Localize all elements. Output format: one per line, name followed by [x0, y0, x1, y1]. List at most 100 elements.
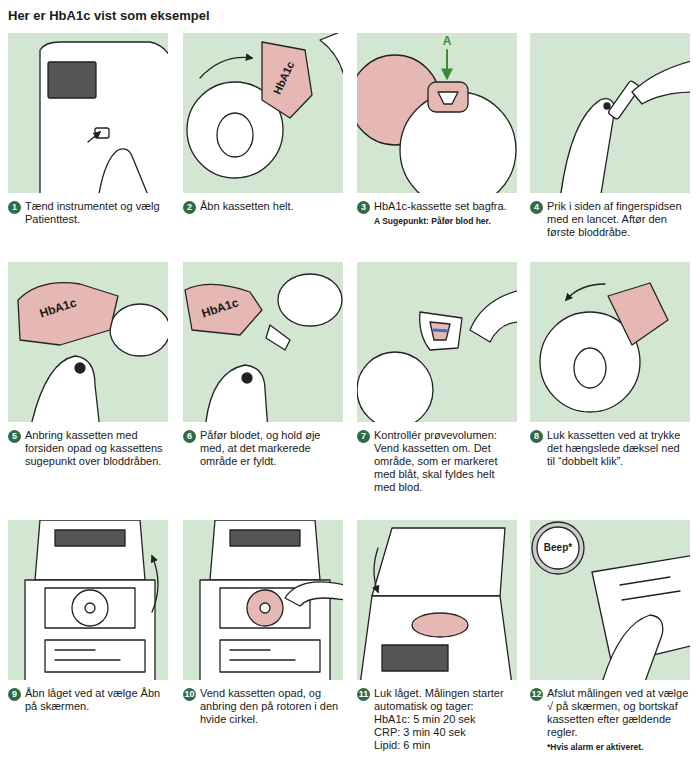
step-panel: 2 Åbn kassetten helt.: [183, 33, 343, 213]
panel-space: [530, 262, 690, 422]
step-number: 4: [530, 201, 543, 214]
step-caption-block: 7Kontrollér prøvevolumen: Vend kassetten…: [357, 429, 517, 494]
close-lid-drawing-part: [412, 613, 468, 637]
finish-drawing-part: [532, 522, 584, 574]
open-lid-drawing-part: [55, 649, 95, 650]
close-lid-drawing: [360, 528, 512, 680]
panel-space: [357, 33, 517, 193]
close-lid-drawing-part: [372, 528, 505, 596]
open-lid-drawing-part: [55, 659, 120, 660]
step-number: 8: [530, 430, 543, 443]
step-panel: 1Tænd instrumentet og vælg Patienttest.: [8, 33, 168, 226]
cassette-back-drawing-part: [438, 92, 458, 104]
step-caption: Luk låget. Målingen starter automatisk o…: [374, 687, 517, 713]
step-caption-block: 12 Afslut målingen ved at vælge √ på skær…: [530, 687, 690, 752]
callout-letter: A: [441, 34, 454, 48]
finish-drawing-part: [600, 615, 663, 680]
step-number: 12: [530, 688, 543, 701]
panel-space: [357, 520, 517, 680]
panel-space: [8, 33, 168, 193]
step-panel: 8 Luk kassetten ved at trykke det hængsle…: [530, 262, 690, 468]
close-cassette-drawing-part: [608, 283, 668, 345]
panel-space: [8, 520, 168, 680]
step-caption: Anbring kassetten med forsiden opad og k…: [25, 429, 168, 468]
step-caption-block: 2 Åbn kassetten helt.: [183, 200, 343, 213]
step-number: 9: [8, 688, 21, 701]
instrument-drawing-part: [88, 132, 100, 142]
cassette-drawing-part: [262, 42, 312, 118]
instrument-drawing-part: [48, 62, 96, 98]
panel-space: [183, 33, 343, 193]
check-volume-drawing-part: [470, 290, 517, 342]
step-caption: Luk kassetten ved at trykke det hængsled…: [547, 429, 690, 468]
apply-blood-drawing-part: [242, 373, 252, 383]
cassette-label: HbA1c: [270, 58, 298, 99]
check-volume-drawing-part: [357, 352, 433, 422]
duration-line: HbA1c: 5 min 20 sek: [374, 713, 517, 726]
instrument-drawing-part: [98, 149, 150, 193]
instrument-drawing-part: [40, 42, 168, 193]
apply-blood-drawing: [185, 274, 342, 422]
check-volume-drawing-part: [434, 330, 448, 331]
insert-cassette-drawing-part: [230, 649, 270, 650]
step-number: 1: [8, 201, 21, 214]
step-panel: 11Luk låget. Målingen starter automatisk…: [357, 520, 517, 752]
step-illustrations-part: [18, 30, 695, 690]
step-panel: 4 Prik i siden af fingerspidsen med en la…: [530, 33, 690, 239]
open-lid-drawing-part: [72, 590, 108, 626]
step-number: 10: [183, 688, 196, 701]
step-caption: Afslut målingen ved at vælge √ på skærme…: [547, 687, 690, 739]
step-caption-block: 10 Vend kassetten opad, og anbring den på…: [183, 687, 343, 726]
step-caption: Vend kassetten opad, og anbring den på r…: [200, 687, 343, 726]
step-number: 3: [357, 201, 370, 214]
step-panel: 9 Åbn låget ved at vælge Åbn på skærmen.: [8, 520, 168, 713]
apply-cassette-drawing-part: [18, 283, 118, 345]
apply-blood-drawing-part: [185, 284, 262, 335]
finger-prick-drawing: [560, 60, 690, 193]
step-caption: Kontrollér prøvevolumen: Vend kassetten …: [374, 429, 517, 494]
check-volume-drawing: [357, 290, 517, 422]
close-lid-drawing-part: [360, 596, 512, 680]
apply-blood-drawing-part: [266, 325, 290, 350]
cassette-drawing-part: [320, 33, 343, 80]
step-panel: 7Kontrollér prøvevolumen: Vend kassetten…: [357, 262, 517, 494]
apply-cassette-drawing-part: [75, 363, 85, 373]
close-cassette-drawing: [540, 283, 668, 412]
panel-space: [183, 520, 343, 680]
instrument-drawing: [40, 42, 168, 193]
open-lid-drawing-part: [25, 580, 155, 680]
open-lid-drawing-part: [55, 530, 125, 546]
step-caption: Åbn låget ved at vælge Åbn på skærmen.: [25, 687, 168, 713]
insert-cassette-drawing-part: [220, 640, 320, 672]
check-volume-drawing-part: [430, 322, 450, 340]
step-caption-block: 1Tænd instrumentet og vælg Patienttest.: [8, 200, 168, 226]
cassette-label: HbA1c: [36, 295, 80, 321]
step-caption: Prik i siden af fingerspidsen med en lan…: [547, 200, 690, 239]
step-caption: HbA1c-kassette set bagfra.: [374, 200, 517, 213]
duration-line: CRP: 3 min 40 sek: [374, 726, 517, 739]
beep-label: Beep*: [542, 542, 574, 554]
step-caption-block: 9 Åbn låget ved at vælge Åbn på skærmen.: [8, 687, 168, 713]
insert-cassette-drawing-part: [260, 603, 270, 613]
insert-cassette-drawing-part: [210, 520, 320, 580]
step-panel: 10 Vend kassetten opad, og anbring den på…: [183, 520, 343, 726]
open-lid-drawing-part: [85, 603, 95, 613]
step-number: 6: [183, 430, 196, 443]
panel-grounds-part: [530, 33, 690, 193]
step-panel: 6 Påfør blodet, og hold øje med, at det m…: [183, 262, 343, 468]
close-cassette-drawing-part: [566, 284, 605, 300]
apply-cassette-drawing: [18, 283, 168, 422]
open-lid-drawing: [25, 520, 158, 680]
step-caption: Åbn kassetten helt.: [200, 200, 343, 213]
insert-cassette-drawing: [200, 520, 343, 680]
step-caption: Påfør blodet, og hold øje med, at det ma…: [200, 429, 343, 468]
step-note: *Hvis alarm er aktiveret.: [547, 742, 690, 752]
step-caption-block: 3HbA1c-kassette set bagfra.A Sugepunkt: …: [357, 200, 517, 226]
check-volume-drawing-part: [420, 312, 462, 350]
apply-cassette-drawing-part: [30, 356, 100, 422]
page-title: Her er HbA1c vist som eksempel: [8, 8, 210, 23]
step-number: 2: [183, 201, 196, 214]
apply-blood-drawing-part: [278, 274, 342, 326]
instrument-drawing-part: [95, 128, 109, 138]
